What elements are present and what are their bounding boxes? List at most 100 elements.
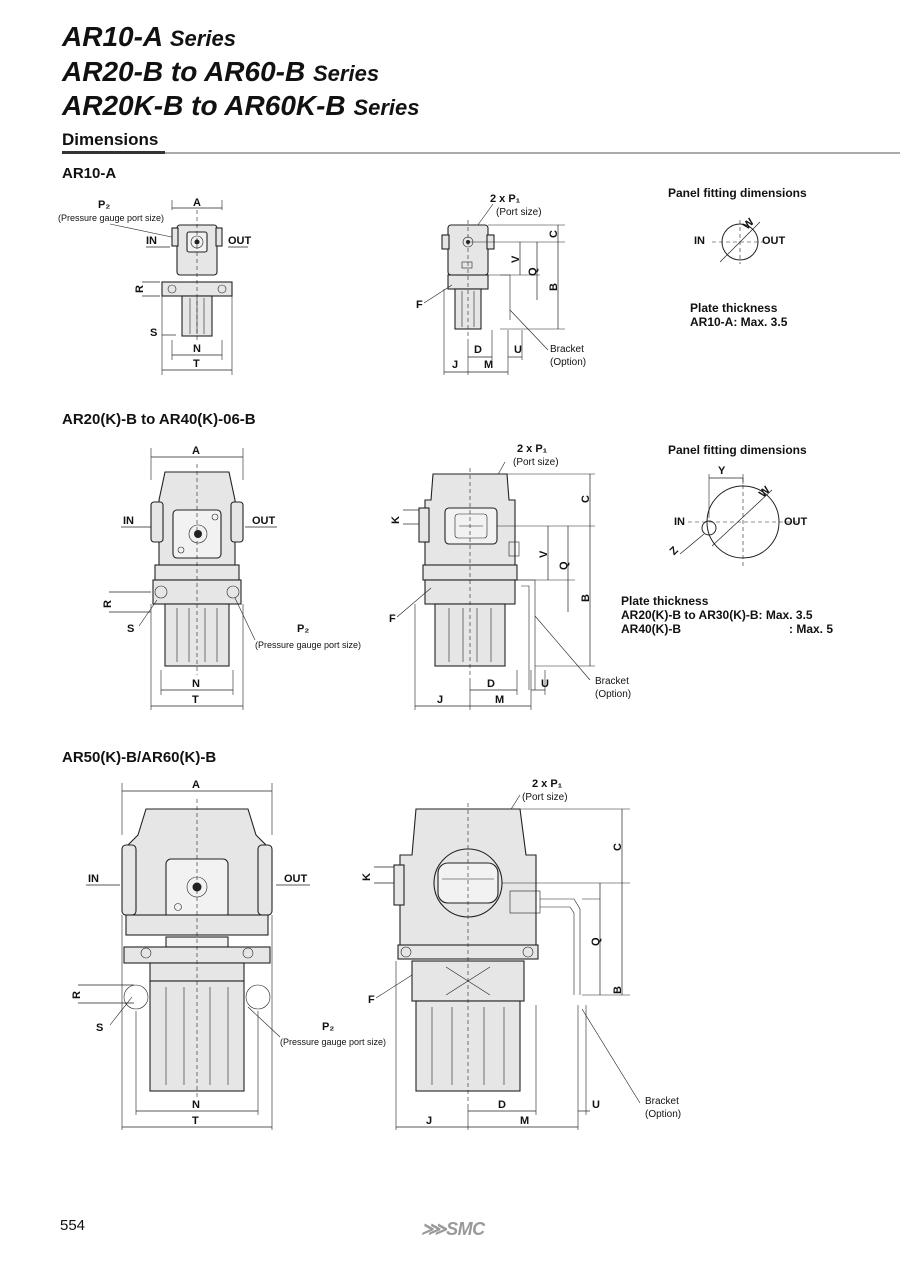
ar50-dim-k: K: [361, 873, 373, 881]
ar50-dim-b: B: [612, 986, 624, 994]
ar50-out-label: OUT: [284, 873, 308, 885]
section-heading: Dimensions: [62, 130, 159, 149]
ar20-out-label: OUT: [252, 515, 276, 527]
ar10-in-label: IN: [146, 235, 157, 247]
ar10-p1-label: 2 x P₁: [490, 193, 521, 205]
ar20-front-view: A IN OUT R S P₂ (Pressure gauge port siz…: [102, 445, 361, 710]
ar20-dim-n: N: [192, 678, 200, 690]
ar10-dim-u: U: [514, 344, 522, 356]
ar20-dim-a: A: [192, 445, 200, 457]
ar20-plate-line-1: AR20(K)-B to AR30(K)-B: Max. 3.5: [621, 608, 813, 622]
ar10-dim-t: T: [193, 358, 200, 370]
ar10-dim-b: B: [548, 283, 560, 291]
ar50-dim-q: Q: [590, 937, 602, 946]
ar20-panel-in: IN: [674, 516, 685, 528]
ar20-dim-u: U: [541, 678, 549, 690]
ar50-option-label: (Option): [645, 1109, 681, 1120]
page-number: 554: [60, 1217, 86, 1234]
ar10-heading: AR10-A: [62, 165, 117, 182]
ar20-dim-d: D: [487, 678, 495, 690]
ar20-plate-line-2: AR40(K)-B: Max. 5: [621, 622, 834, 636]
ar20-panel-out: OUT: [784, 516, 808, 528]
ar50-p2-label: P₂: [322, 1021, 334, 1033]
ar50-dim-t: T: [192, 1115, 199, 1127]
section-rule: [62, 151, 165, 154]
ar20-dim-s: S: [127, 623, 134, 635]
ar50-side-view: 2 x P₁ (Port size) K C Q B F D U J M Bra…: [361, 778, 681, 1130]
ar10-dim-d: D: [474, 344, 482, 356]
ar20-heading: AR20(K)-B to AR40(K)-06-B: [62, 411, 256, 428]
ar20-bracket-label: Bracket: [595, 676, 629, 687]
ar20-panel-z: Z: [668, 544, 681, 557]
ar50-bracket-label: Bracket: [645, 1096, 679, 1107]
ar20-panel-title: Panel fitting dimensions: [668, 443, 807, 457]
ar20-dim-t: T: [192, 694, 199, 706]
ar10-panel-w: W: [741, 216, 757, 232]
ar50-in-label: IN: [88, 873, 99, 885]
ar50-dim-a: A: [192, 779, 200, 791]
ar50-p1-label: 2 x P₁: [532, 778, 563, 790]
ar20-in-label: IN: [123, 515, 134, 527]
ar10-dim-s: S: [150, 327, 157, 339]
ar20-gauge-label: (Pressure gauge port size): [255, 640, 361, 650]
ar50-dim-c: C: [612, 843, 624, 851]
ar20-dim-v: V: [538, 550, 550, 558]
ar50-dim-n: N: [192, 1099, 200, 1111]
ar10-out-label: OUT: [228, 235, 252, 247]
ar50-gauge-label: (Pressure gauge port size): [280, 1037, 386, 1047]
ar10-dim-m: M: [484, 359, 493, 371]
smc-logo: ⋙SMC: [421, 1219, 485, 1239]
section-rule-extension: [165, 152, 900, 154]
ar20-dim-r: R: [102, 600, 114, 608]
page-title-line-2: AR20-B to AR60-B Series: [62, 56, 380, 87]
ar20-p1-label: 2 x P₁: [517, 443, 548, 455]
ar10-panel-in: IN: [694, 235, 705, 247]
ar10-plate-note: Plate thickness AR10-A: Max. 3.5: [690, 301, 787, 329]
ar20-p2-label: P₂: [297, 623, 309, 635]
ar20-plate-note: Plate thickness AR20(K)-B to AR30(K)-B: …: [621, 594, 833, 636]
ar10-option-label: (Option): [550, 357, 586, 368]
ar10-gauge-label: (Pressure gauge port size): [58, 213, 164, 223]
ar50-dim-s: S: [96, 1022, 103, 1034]
ar20-f-label: F: [389, 613, 396, 625]
ar10-dim-c: C: [548, 230, 560, 238]
ar50-dim-r: R: [71, 991, 83, 999]
ar20-port-label: (Port size): [513, 457, 559, 468]
ar20-side-view: 2 x P₁ (Port size) K C V Q B F D U J M B…: [389, 443, 631, 710]
ar20-dim-m: M: [495, 694, 504, 706]
ar20-dim-k: K: [390, 516, 402, 524]
ar20-panel-diagram: Y W Z IN OUT: [668, 465, 808, 566]
ar10-side-view: 2 x P₁ (Port size) C V Q B F D U J M Bra…: [416, 193, 586, 375]
page-title-line-3: AR20K-B to AR60K-B Series: [62, 90, 420, 121]
ar10-panel-diagram: W IN OUT: [694, 216, 786, 264]
ar50-dim-u: U: [592, 1099, 600, 1111]
ar50-dim-j: J: [426, 1115, 432, 1127]
ar20-plate-title: Plate thickness: [621, 594, 709, 608]
ar10-dim-q: Q: [527, 267, 539, 276]
ar10-dim-r: R: [134, 285, 146, 293]
ar50-dim-d: D: [498, 1099, 506, 1111]
ar10-plate-title: Plate thickness: [690, 301, 778, 315]
ar20-panel-y: Y: [718, 465, 726, 477]
ar10-panel-title: Panel fitting dimensions: [668, 186, 807, 200]
ar10-p2-label: P₂: [98, 199, 110, 211]
ar10-dim-j: J: [452, 359, 458, 371]
ar50-f-label: F: [368, 994, 375, 1006]
ar10-plate-line-1: AR10-A: Max. 3.5: [690, 315, 788, 329]
ar10-front-view: A P₂ (Pressure gauge port size) IN OUT R…: [58, 197, 252, 375]
ar50-port-label: (Port size): [522, 792, 568, 803]
page-title-line-1: AR10-A Series: [62, 21, 236, 52]
ar20-dim-j: J: [437, 694, 443, 706]
ar20-dim-c: C: [580, 495, 592, 503]
ar10-panel-out: OUT: [762, 235, 786, 247]
ar20-option-label: (Option): [595, 689, 631, 700]
ar20-panel-w: W: [757, 484, 773, 500]
ar50-heading: AR50(K)-B/AR60(K)-B: [62, 749, 217, 766]
ar10-dim-v: V: [510, 255, 522, 263]
ar50-dim-m: M: [520, 1115, 529, 1127]
ar50-front-view: A IN OUT R S P₂ (Pressure gauge port siz…: [71, 779, 386, 1130]
ar20-dim-q: Q: [558, 561, 570, 570]
ar10-dim-a: A: [193, 197, 201, 209]
ar10-dim-n: N: [193, 343, 201, 355]
ar10-port-label: (Port size): [496, 207, 542, 218]
